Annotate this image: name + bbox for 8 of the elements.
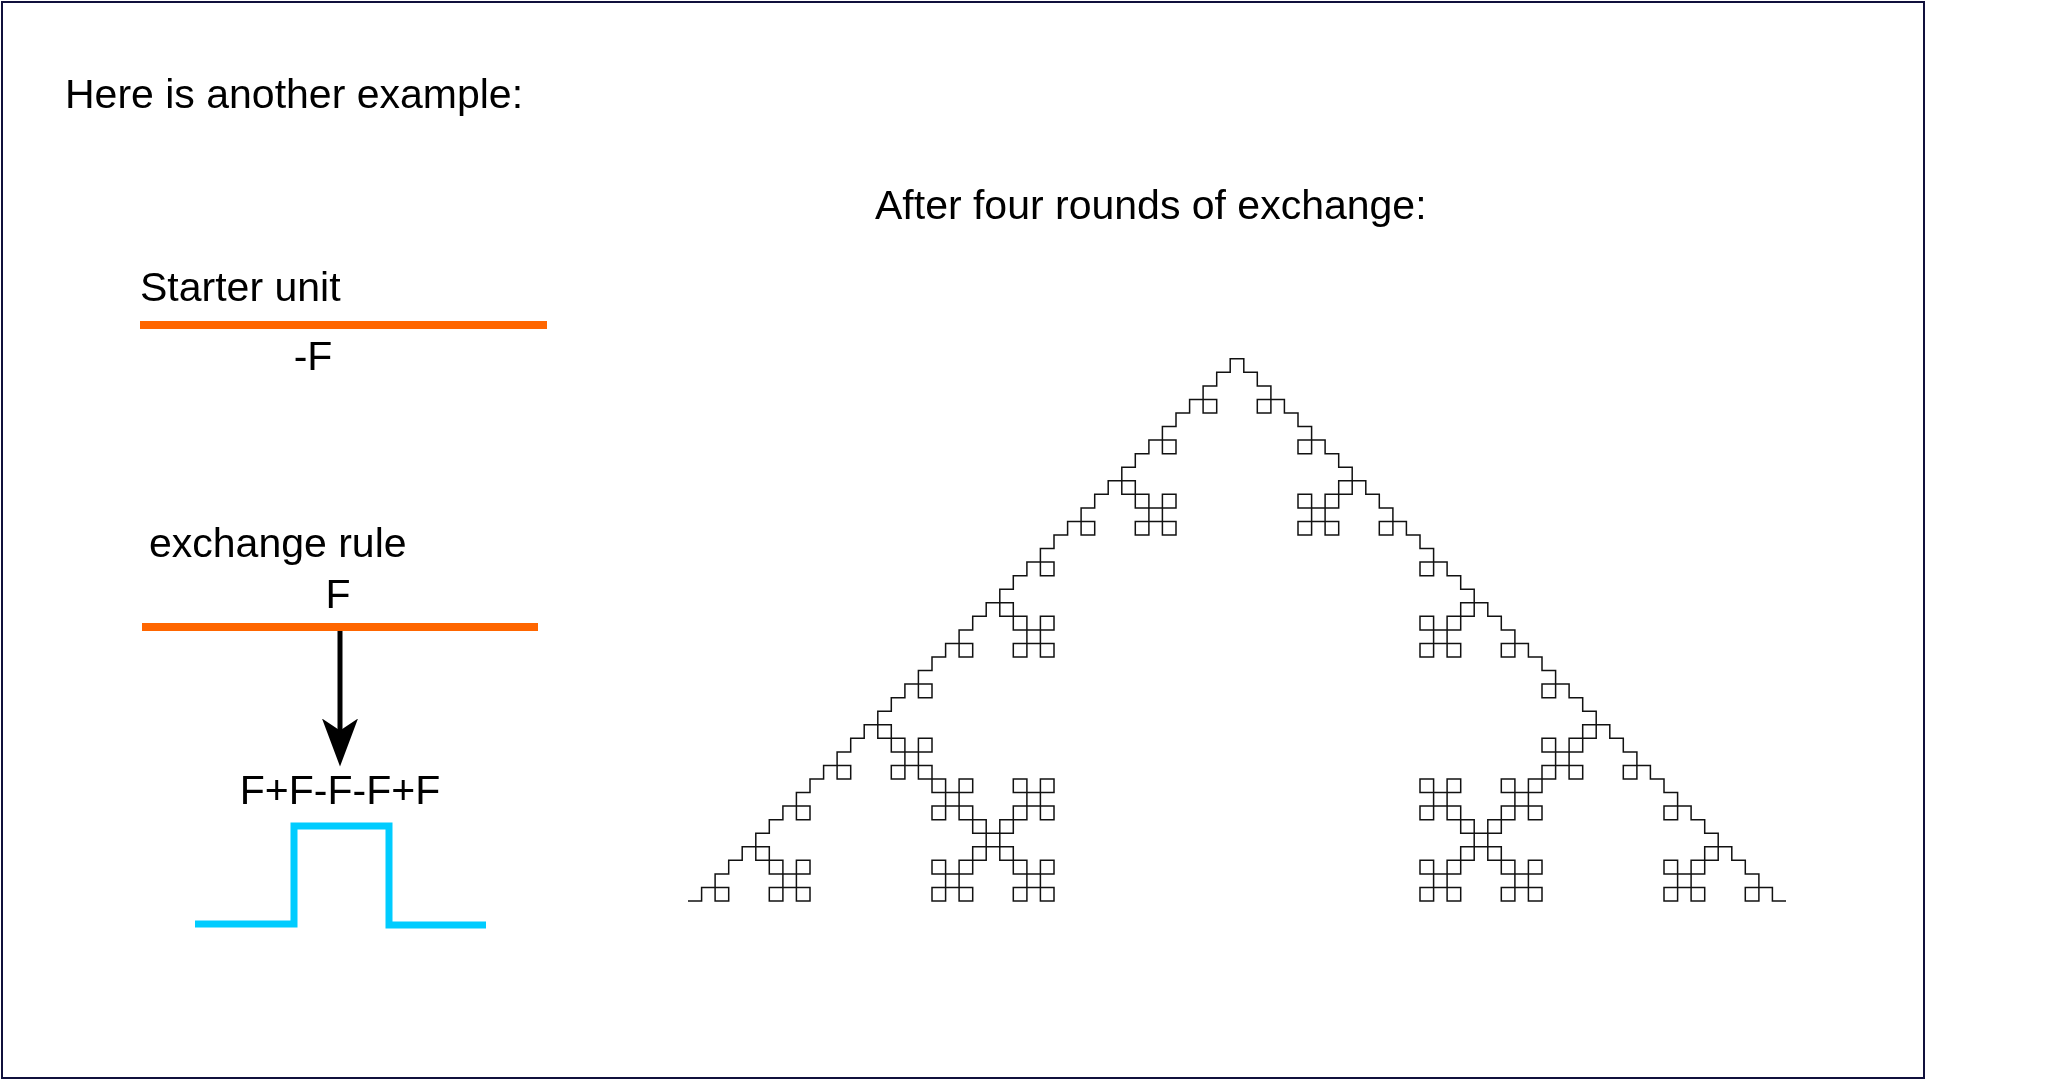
- rule-formula: F+F-F-F+F: [239, 766, 441, 814]
- symbol-label: -F: [293, 332, 333, 380]
- section-heading: exchange rule: [149, 519, 407, 567]
- symbol-label: F: [325, 570, 351, 618]
- section-heading: Starter unit: [140, 263, 341, 311]
- section-heading: After four rounds of exchange:: [875, 181, 1427, 229]
- slide-title: Here is another example:: [65, 70, 524, 118]
- arrow: [322, 631, 358, 767]
